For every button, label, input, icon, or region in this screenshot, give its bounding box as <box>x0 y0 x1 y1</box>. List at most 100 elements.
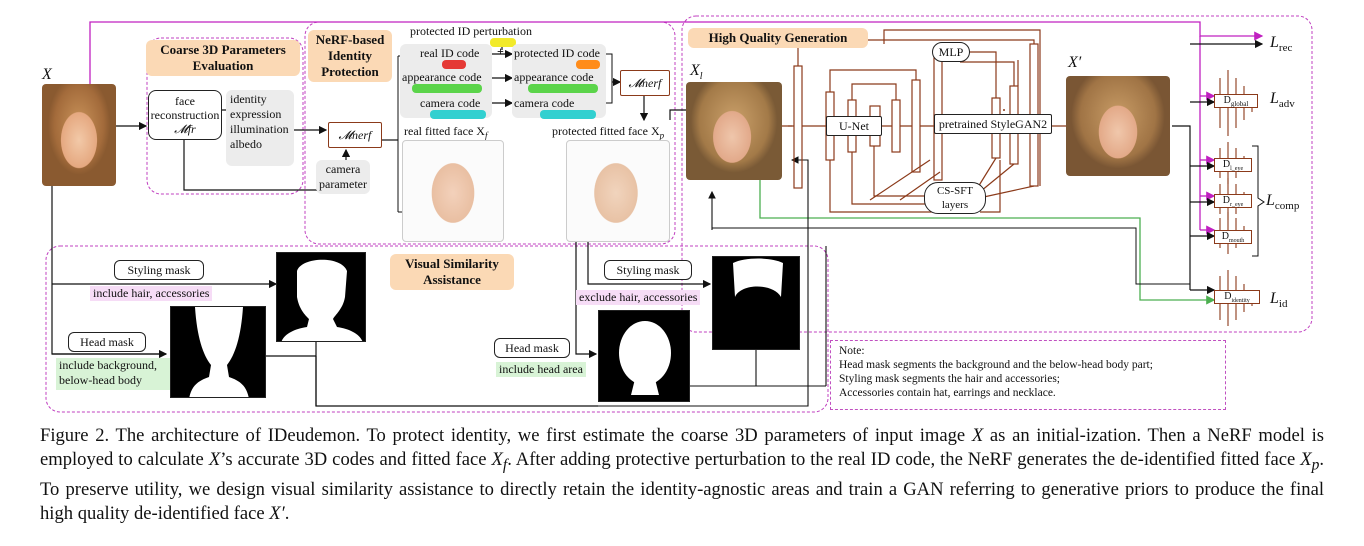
appearance-label-left: appearance code <box>402 70 482 84</box>
styling-mask-right-image <box>712 256 800 350</box>
protected-codes-box <box>512 44 606 118</box>
protected-fitted-label: protected fitted face Xp <box>552 124 664 142</box>
d-mouth-box: Dmouth <box>1214 230 1252 244</box>
loss-comp-sub: comp <box>1274 200 1300 213</box>
caption-xf-sub: f <box>502 456 508 474</box>
vsa-frame <box>45 245 829 413</box>
styling-mask-box-left: Styling mask <box>114 260 204 280</box>
param-identity: identity <box>230 92 267 106</box>
caption-x-2: X <box>208 449 221 470</box>
nerf-model-1-label: 𝓜nerf <box>338 128 372 142</box>
note-line-1: Head mask segments the background and th… <box>839 359 1153 371</box>
caption-xp-sub: p <box>1311 456 1320 474</box>
hq-title: High Quality Generation <box>688 28 868 48</box>
include-background-line2: below-head body <box>59 373 142 387</box>
vsa-title: Visual Similarity Assistance <box>390 254 514 290</box>
appearance-pill-left <box>412 84 482 93</box>
caption-part-5: . To preserve utility, we design visual … <box>40 449 1325 524</box>
cssft-line1: CS-SFT <box>936 185 974 197</box>
camera-parameter-box: camera parameter <box>316 160 370 194</box>
head-mask-box-right: Head mask <box>494 338 570 358</box>
coarse-params-box: identity expression illumination albedo <box>226 90 294 166</box>
caption-part-2: as an initial-ization. Then a NeRF model… <box>40 425 1324 470</box>
coarse-title: Coarse 3D Parameters Evaluation <box>146 40 300 76</box>
loss-adv: Ladv <box>1270 90 1295 111</box>
xl-label: Xl <box>690 62 703 84</box>
caption-part-4: . After adding protective perturbation t… <box>507 449 1296 470</box>
include-hair-label: include hair, accessories <box>90 286 213 301</box>
xl-text: X <box>690 62 700 79</box>
d-leye-sub: l_eye <box>1230 166 1244 172</box>
d-identity-box: Didentity <box>1214 290 1260 304</box>
loss-comp-text: L <box>1266 192 1275 209</box>
camera-code-pill-left <box>430 110 486 119</box>
real-fitted-label: real fitted face Xf <box>404 124 487 142</box>
include-head-label: include head area <box>496 362 586 377</box>
nerf-model-2-label: 𝓜nerf <box>628 76 662 90</box>
face-recon-model: 𝓜fr <box>174 122 196 136</box>
face-recon-line2: reconstruction <box>150 108 220 122</box>
note-line-2: Styling mask segments the hair and acces… <box>839 373 1061 385</box>
d-identity-sub: identity <box>1231 298 1250 304</box>
camera-param-line2: parameter <box>319 177 367 191</box>
real-id-label: real ID code <box>420 46 480 60</box>
unet-box: U-Net <box>826 116 882 136</box>
d-mouth-sub: mouth <box>1228 238 1245 244</box>
caption-x-1: X <box>971 425 984 446</box>
appearance-label-right: appearance code <box>514 70 594 84</box>
loss-adv-sub: adv <box>1278 98 1295 111</box>
include-background-line1: include background, <box>59 358 157 372</box>
d-identity-text: D <box>1224 291 1232 302</box>
cssft-line2: layers <box>941 199 969 211</box>
protected-fitted-text: protected fitted face X <box>552 124 660 138</box>
perturbation-label: protected ID perturbation <box>410 24 532 38</box>
xl-sub: l <box>699 71 703 83</box>
protected-id-label: protected ID code <box>514 46 600 60</box>
real-id-pill <box>442 60 466 69</box>
caption-xp-x: X <box>1300 449 1312 470</box>
real-fitted-text: real fitted face X <box>404 124 485 138</box>
caption-x-prime: X′ <box>269 502 285 524</box>
d-reye-sub: r_eye <box>1229 202 1244 208</box>
caption-xf-x: X <box>491 449 503 470</box>
mlp-box: MLP <box>932 42 970 62</box>
real-fitted-sub: f <box>484 130 488 141</box>
note-box: Note: Head mask segments the background … <box>830 340 1226 410</box>
loss-rec-sub: rec <box>1278 42 1293 55</box>
caption-part-1: Figure 2. The architecture of IDeudemon.… <box>40 425 966 446</box>
nerf-model-box-1: 𝓜nerf <box>328 122 382 148</box>
include-background-label: include background, below-head body <box>56 358 174 390</box>
d-global-box: Dglobal <box>1214 94 1258 108</box>
d-global-sub: global <box>1230 100 1249 108</box>
x-prime-label: X′ <box>1068 54 1082 71</box>
d-mouth-text: D <box>1221 231 1229 242</box>
loss-rec-text: L <box>1270 34 1279 51</box>
camera-code-label-right: camera code <box>514 96 575 110</box>
head-mask-box-left: Head mask <box>68 332 146 352</box>
loss-id-sub: id <box>1278 298 1288 311</box>
real-codes-box <box>400 44 492 118</box>
hq-frame <box>681 15 1313 333</box>
note-title: Note: <box>839 345 865 357</box>
input-x-label: X <box>42 66 52 83</box>
exclude-hair-label: exclude hair, accessories <box>576 290 701 305</box>
head-mask-left-image <box>170 306 266 398</box>
stylegan-box: pretrained StyleGAN2 <box>934 114 1052 134</box>
protected-id-pill <box>576 60 600 69</box>
caption-part-3: ’s accurate 3D codes and fitted face <box>220 449 487 470</box>
x-prime-face-image <box>1066 76 1170 176</box>
face-recon-line1: face <box>175 94 195 108</box>
caption-end: . <box>284 502 290 524</box>
d-reye-text: D <box>1222 195 1230 206</box>
loss-comp: Lcomp <box>1266 192 1300 213</box>
loss-adv-text: L <box>1270 90 1279 107</box>
camera-code-pill-right <box>540 110 596 119</box>
cssft-box: CS-SFT layers <box>924 182 986 214</box>
param-albedo: albedo <box>230 137 262 151</box>
styling-mask-left-image <box>276 252 366 342</box>
figure-caption: Figure 2. The architecture of IDeudemon.… <box>40 424 1324 526</box>
xl-face-image <box>686 82 782 180</box>
note-line-3: Accessories contain hat, earrings and ne… <box>839 387 1056 399</box>
camera-param-line1: camera <box>325 162 361 176</box>
